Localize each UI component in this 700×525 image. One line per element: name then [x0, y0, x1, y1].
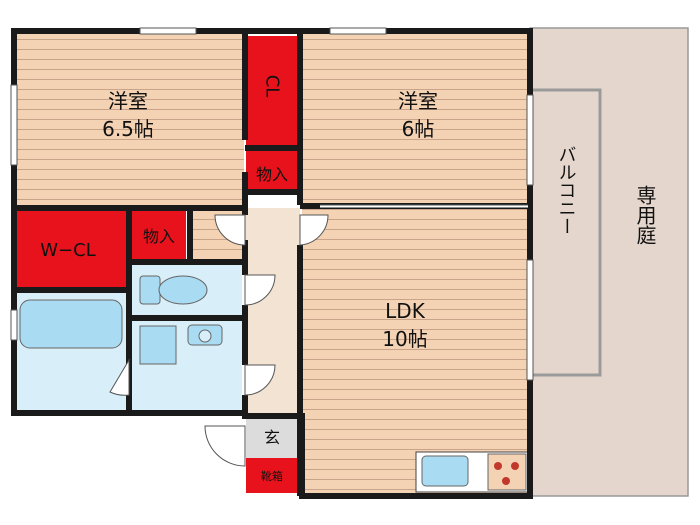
walk-in-closet-block [14, 210, 126, 288]
shoe-box-label: 靴箱 [261, 469, 283, 483]
western-room-2-size: 6帖 [402, 117, 435, 141]
storage-1-label: 物入 [256, 165, 288, 184]
storage-block-1 [246, 150, 298, 190]
western-room-1-name: 洋室 [108, 89, 148, 113]
closet-block [246, 36, 298, 146]
ldk-size: 10帖 [382, 327, 427, 351]
entrance-label: 玄 [264, 428, 280, 447]
entrance-floor [246, 416, 298, 458]
toilet-tank [139, 275, 161, 305]
toilet-bowl [158, 275, 208, 305]
storage-2-label: 物入 [143, 227, 175, 246]
private-garden-area [530, 28, 688, 496]
kitchen-sink [421, 455, 469, 487]
windows [10, 27, 534, 381]
storage-block-2 [132, 210, 186, 260]
ldk-floor [302, 208, 528, 493]
walls [11, 28, 533, 499]
western-room-2-name: 洋室 [398, 89, 438, 113]
closet-label: CL [262, 75, 283, 98]
western-room-1-floor [14, 31, 244, 208]
shoe-box-block [246, 458, 298, 493]
walk-in-closet-label: W−CL [40, 240, 95, 261]
private-garden-label: 専用庭 [633, 185, 657, 245]
washing-machine-pan [139, 325, 177, 365]
door-swings [109, 214, 329, 467]
ldk-name: LDK [385, 299, 426, 323]
western-room-2-floor [302, 31, 528, 206]
balcony-label: バルコニー [556, 145, 577, 235]
bathtub [19, 299, 123, 349]
balcony-outline [530, 88, 602, 377]
western-room-1-size: 6.5帖 [102, 117, 154, 141]
